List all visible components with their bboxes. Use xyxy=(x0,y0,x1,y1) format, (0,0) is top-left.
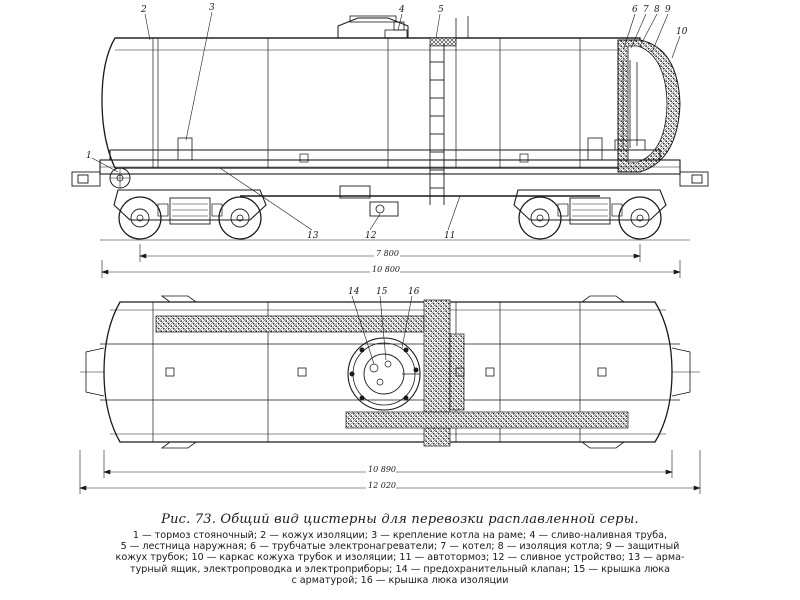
dim-7800-label: 7 800 xyxy=(376,249,399,258)
leader-lines-side xyxy=(91,11,681,231)
callout-15: 15 xyxy=(376,287,388,297)
bogie-right xyxy=(513,189,667,240)
leader-lines-top xyxy=(351,295,413,365)
top-view xyxy=(79,295,701,494)
callout-14: 14 xyxy=(348,287,360,297)
callout-1: 1 xyxy=(86,151,92,161)
hand-brake-wheel xyxy=(109,167,131,189)
dim-10890-label: 10 890 xyxy=(368,465,396,474)
external-ladder xyxy=(429,44,445,205)
coupler-left xyxy=(71,171,101,187)
callout-3: 3 xyxy=(209,3,215,13)
callout-8: 8 xyxy=(654,5,660,15)
callout-9: 9 xyxy=(665,5,671,15)
callout-10: 10 xyxy=(676,27,688,37)
callout-6: 6 xyxy=(632,5,638,15)
underframe xyxy=(99,137,681,175)
legend-line: кожух трубок; 10 — каркас кожуха трубок … xyxy=(115,552,685,564)
tank-bands xyxy=(152,38,581,168)
dimension-labels: 7 800 10 800 10 890 12 020 xyxy=(366,248,400,490)
figure-legend: 1 — тормоз стояночный; 2 — кожух изоляци… xyxy=(60,530,740,586)
callout-labels: 1 2 3 4 5 6 7 8 9 10 11 12 13 14 15 16 xyxy=(86,3,688,297)
side-view xyxy=(71,11,709,278)
drain-device xyxy=(369,201,399,217)
walkway-hatched xyxy=(155,299,629,447)
figure-caption-block: Рис. 73. Общий вид цистерны для перевозк… xyxy=(60,512,740,586)
manhole xyxy=(347,337,421,411)
legend-line: 5 — лестница наружная; 6 — трубчатые эле… xyxy=(120,541,680,553)
top-dome xyxy=(337,17,409,38)
tank-car-drawing: 1 2 3 4 5 6 7 8 9 10 11 12 13 14 15 16 7 xyxy=(71,3,709,494)
coupler-right xyxy=(679,171,709,187)
heater-tubes xyxy=(614,60,646,151)
callout-7: 7 xyxy=(643,5,649,15)
callout-2: 2 xyxy=(140,5,147,15)
callout-12: 12 xyxy=(365,231,377,241)
callout-16: 16 xyxy=(408,287,420,297)
dim-10800-label: 10 800 xyxy=(372,265,400,274)
legend-line: с арматурой; 16 — крышка люка изоляции xyxy=(291,574,509,586)
callout-4: 4 xyxy=(398,5,405,15)
legend-line: 1 — тормоз стояночный; 2 — кожух изоляци… xyxy=(132,530,668,541)
callout-11: 11 xyxy=(444,231,455,241)
figure-caption: Рис. 73. Общий вид цистерны для перевозк… xyxy=(161,512,639,527)
technical-drawing: 1 2 3 4 5 6 7 8 9 10 11 12 13 14 15 16 7 xyxy=(40,0,770,505)
tank-shell-side xyxy=(101,37,641,169)
callout-5: 5 xyxy=(438,5,444,15)
bogie-left xyxy=(113,189,267,240)
callout-13: 13 xyxy=(307,231,319,241)
legend-line: турный ящик, электропроводка и электропр… xyxy=(130,563,670,575)
tank-shell-top xyxy=(103,301,673,443)
dim-12020-label: 12 020 xyxy=(368,481,396,490)
